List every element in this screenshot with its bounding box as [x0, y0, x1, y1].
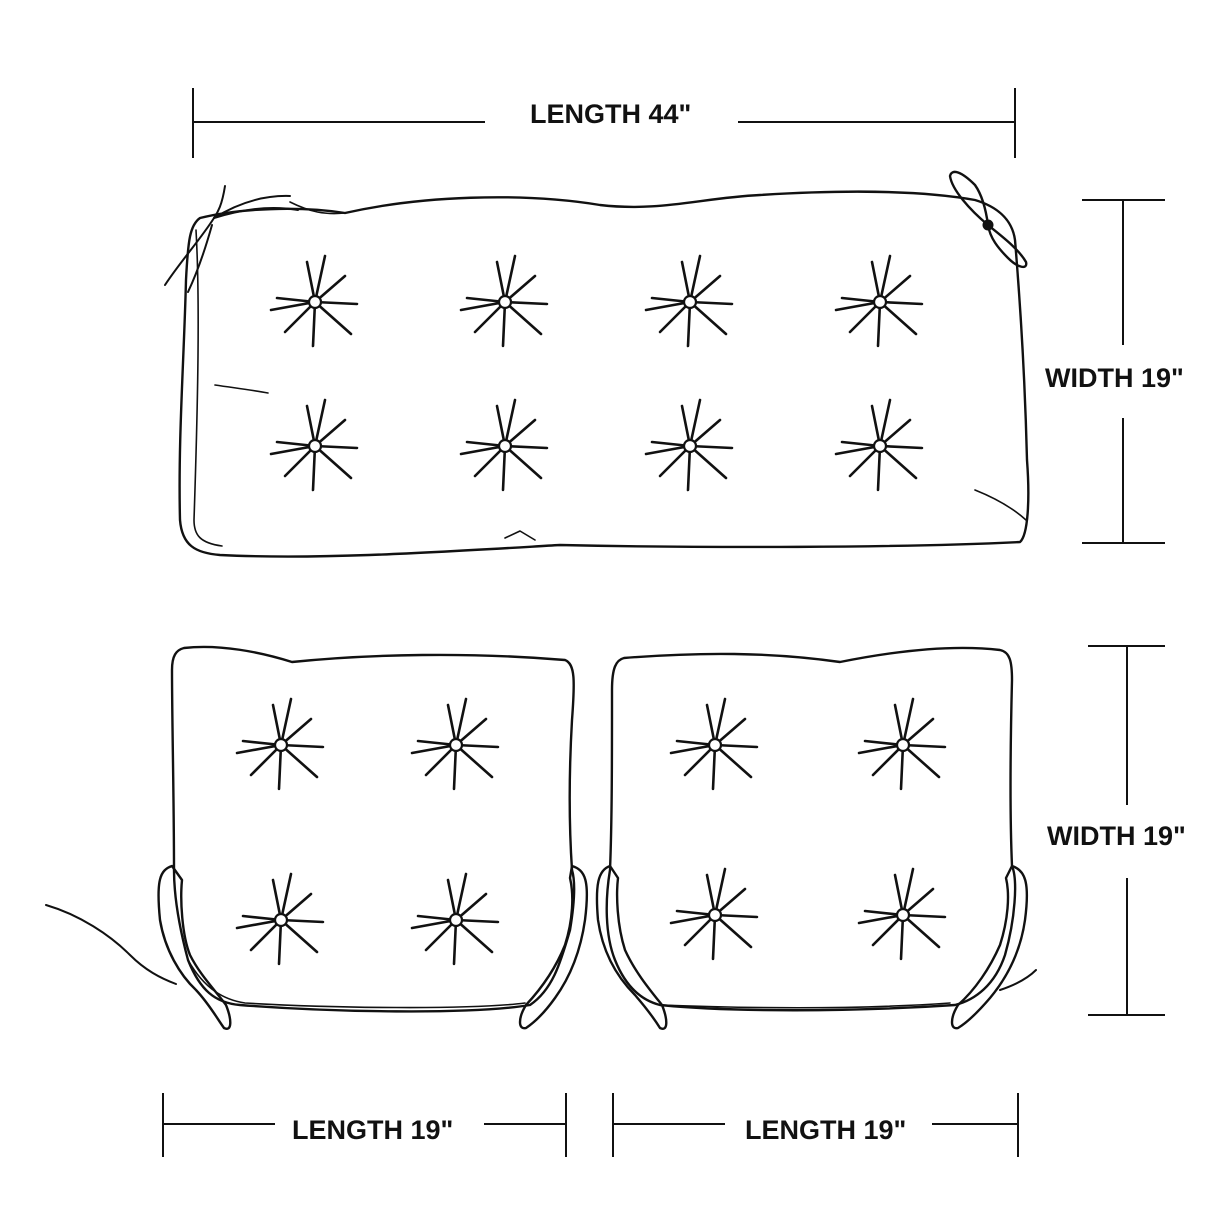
- bench-width-label: WIDTH 19": [1045, 363, 1184, 393]
- right-seat-length-dimension-line: [612, 1093, 1019, 1157]
- right-seat-length-label: LENGTH 19": [745, 1115, 907, 1145]
- tie-bow-icon: [518, 864, 589, 1030]
- tuft-star-icon: [410, 872, 500, 966]
- tuft-star-icon: [269, 398, 359, 492]
- tie-bow-icon: [45, 864, 232, 1030]
- tie-bow-icon: [948, 170, 1028, 269]
- bench-width-dimension-line: [1082, 199, 1165, 544]
- seat-width-label: WIDTH 19": [1047, 821, 1186, 851]
- tuft-star-icon: [410, 697, 500, 791]
- bench-cushion: [164, 170, 1030, 558]
- tuft-star-icon: [834, 254, 924, 348]
- right-seat-tufts: [669, 697, 947, 961]
- right-seat-cushion: [595, 646, 1037, 1030]
- seat-width-dimension-line: [1088, 645, 1165, 1016]
- bench-tufts: [269, 254, 924, 492]
- bench-length-dimension-line: [192, 88, 1016, 158]
- tuft-star-icon: [857, 697, 947, 791]
- tie-bow-icon: [595, 864, 668, 1030]
- tuft-star-icon: [644, 398, 734, 492]
- tuft-star-icon: [644, 254, 734, 348]
- left-seat-length-label: LENGTH 19": [292, 1115, 454, 1145]
- left-seat-tufts: [235, 697, 500, 966]
- tuft-star-icon: [459, 254, 549, 348]
- tuft-star-icon: [834, 398, 924, 492]
- tie-bow-icon: [950, 864, 1037, 1030]
- tuft-star-icon: [235, 872, 325, 966]
- tuft-star-icon: [669, 697, 759, 791]
- tuft-star-icon: [235, 697, 325, 791]
- tie-bow-icon: [164, 185, 299, 293]
- bench-length-label: LENGTH 44": [530, 99, 692, 129]
- left-seat-length-dimension-line: [162, 1093, 567, 1157]
- tuft-star-icon: [459, 398, 549, 492]
- tuft-star-icon: [669, 867, 759, 961]
- tuft-star-icon: [857, 867, 947, 961]
- tuft-star-icon: [269, 254, 359, 348]
- left-seat-cushion: [45, 645, 589, 1030]
